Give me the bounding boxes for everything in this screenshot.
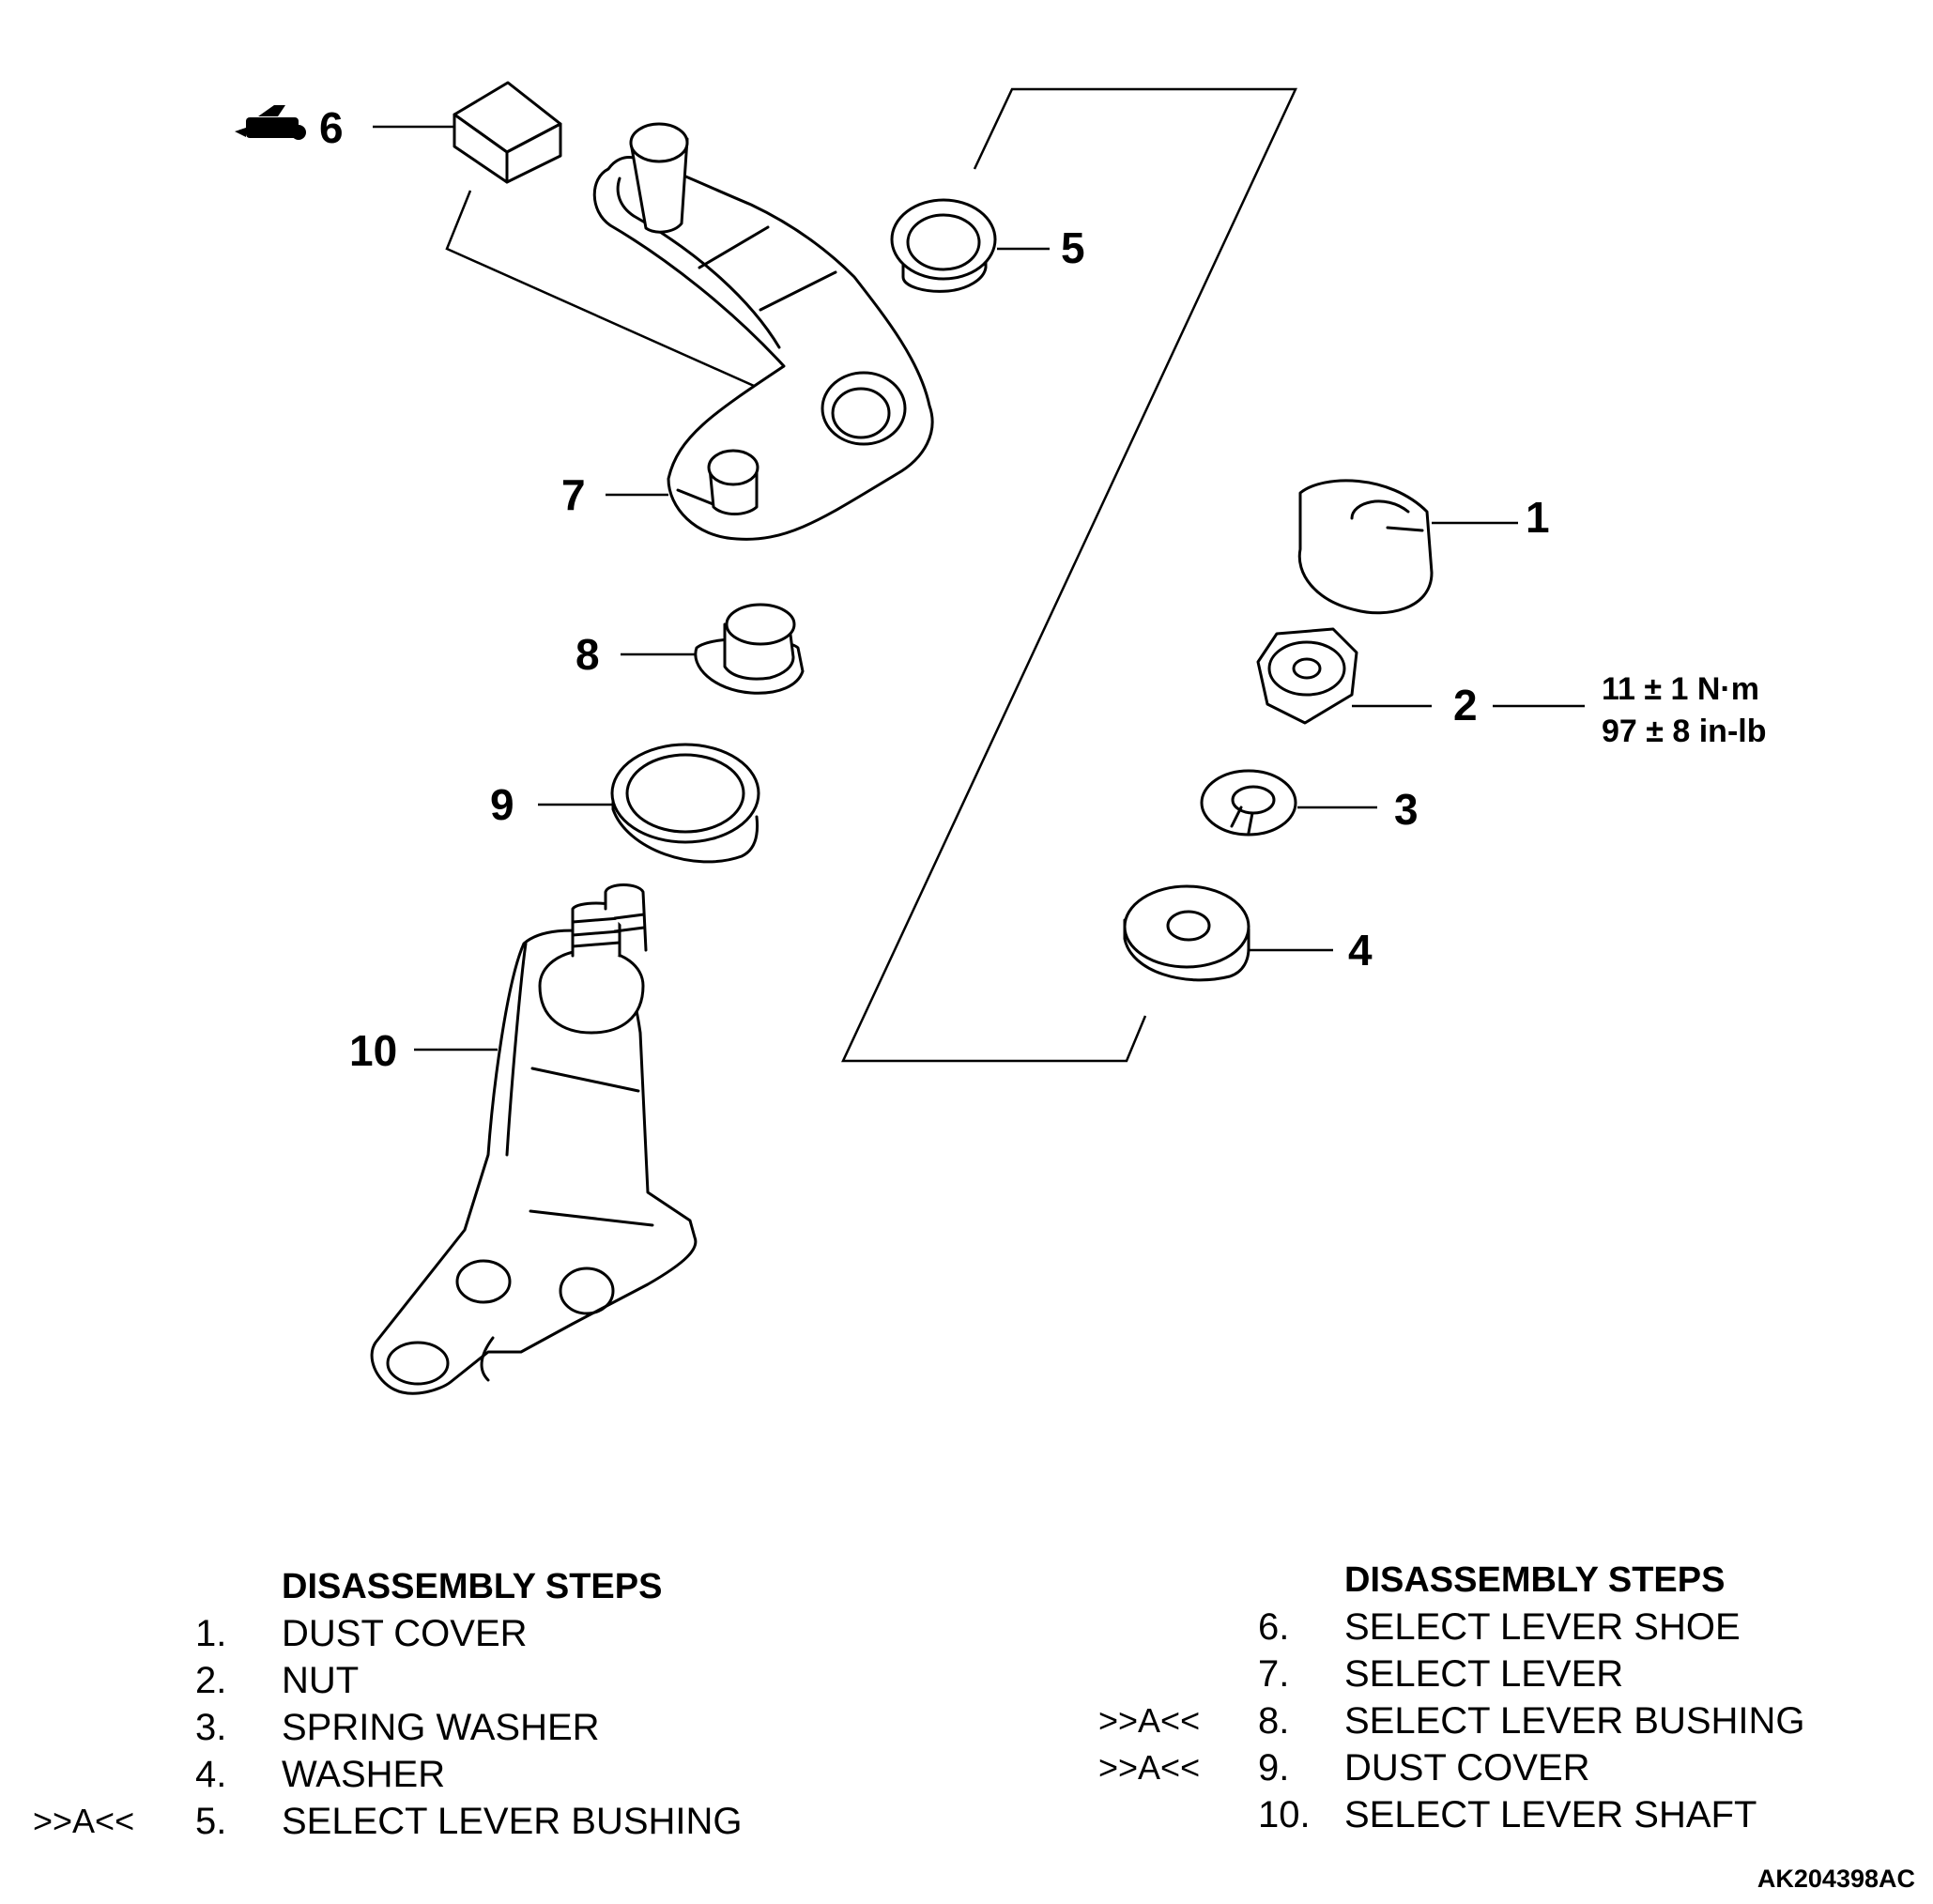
callout-3: 3 [1394, 785, 1419, 834]
step-row: 7. SELECT LEVER [1033, 1651, 1915, 1697]
select-lever-upper-pin [629, 122, 689, 234]
callout-7: 7 [561, 470, 586, 519]
step-number: 9. [1258, 1747, 1290, 1789]
flange-nut [1256, 627, 1358, 725]
step-row: 6. SELECT LEVER SHOE [1033, 1604, 1915, 1651]
select-lever-shoe [453, 81, 562, 184]
select-lever-shaft [370, 929, 698, 1395]
step-marker: >>A<< [1098, 1701, 1201, 1740]
step-name: NUT [282, 1660, 360, 1701]
select-lever-lower-pin [707, 449, 759, 515]
step-name: SELECT LEVER [1344, 1653, 1624, 1695]
select-lever [592, 156, 934, 541]
step-row: >>A<< 9. DUST COVER [1033, 1744, 1915, 1791]
step-number: 5. [195, 1801, 227, 1842]
step-name: DUST COVER [282, 1613, 528, 1654]
callout-6: 6 [319, 103, 344, 152]
disassembly-steps-left: DISASSEMBLY STEPS 1. DUST COVER 2. NUT 3. S… [0, 1563, 845, 1864]
step-row: 3. SPRING WASHER [0, 1704, 845, 1751]
step-row: 2. NUT [0, 1657, 845, 1704]
step-number: 1. [195, 1613, 227, 1654]
select-lever-bushing-lower [694, 603, 805, 695]
dust-cover-top [1297, 479, 1434, 615]
torque-imperial: 97 ± 8 in-lb [1602, 714, 1766, 749]
callout-5: 5 [1061, 223, 1085, 272]
callout-1: 1 [1526, 493, 1550, 542]
step-number: 2. [195, 1660, 227, 1701]
step-row: 4. WASHER [0, 1751, 845, 1798]
callout-4: 4 [1348, 926, 1373, 975]
step-number: 7. [1258, 1653, 1290, 1695]
step-number: 3. [195, 1707, 227, 1748]
step-name: SELECT LEVER BUSHING [1344, 1700, 1805, 1742]
step-number: 4. [195, 1754, 227, 1795]
grease-gun-icon [235, 105, 306, 140]
step-row: >>A<< 5. SELECT LEVER BUSHING [0, 1798, 845, 1845]
step-name: SELECT LEVER SHOE [1344, 1606, 1741, 1648]
step-name: SPRING WASHER [282, 1707, 600, 1748]
step-name: DUST COVER [1344, 1747, 1590, 1789]
step-name: SELECT LEVER BUSHING [282, 1801, 743, 1842]
dust-cover-lower [610, 743, 760, 864]
steps-heading: DISASSEMBLY STEPS [1344, 1560, 1726, 1600]
step-row: 10. SELECT LEVER SHAFT [1033, 1791, 1915, 1838]
step-marker: >>A<< [1098, 1748, 1201, 1787]
callout-9: 9 [490, 780, 514, 829]
step-name: WASHER [282, 1754, 446, 1795]
disassembly-steps-right: DISASSEMBLY STEPS 6. SELECT LEVER SHOE 7.… [1033, 1557, 1915, 1857]
step-number: 8. [1258, 1700, 1290, 1742]
callout-10: 10 [349, 1026, 397, 1075]
shaft-stud [538, 883, 648, 1035]
steps-heading: DISASSEMBLY STEPS [282, 1567, 663, 1606]
washer [1123, 884, 1250, 982]
torque-metric: 11 ± 1 N·m [1602, 671, 1759, 707]
step-row: 1. DUST COVER [0, 1610, 845, 1657]
select-lever-bushing-upper [890, 198, 997, 293]
assembly-group-bracket [841, 87, 1297, 1063]
step-marker: >>A<< [33, 1802, 135, 1840]
spring-washer [1200, 769, 1297, 837]
step-number: 10. [1258, 1794, 1311, 1835]
step-number: 6. [1258, 1606, 1290, 1648]
figure-id: AK204398AC [1757, 1865, 1915, 1893]
step-row: >>A<< 8. SELECT LEVER BUSHING [1033, 1697, 1915, 1744]
callout-8: 8 [575, 630, 600, 679]
step-name: SELECT LEVER SHAFT [1344, 1794, 1757, 1835]
callout-2: 2 [1453, 681, 1478, 729]
